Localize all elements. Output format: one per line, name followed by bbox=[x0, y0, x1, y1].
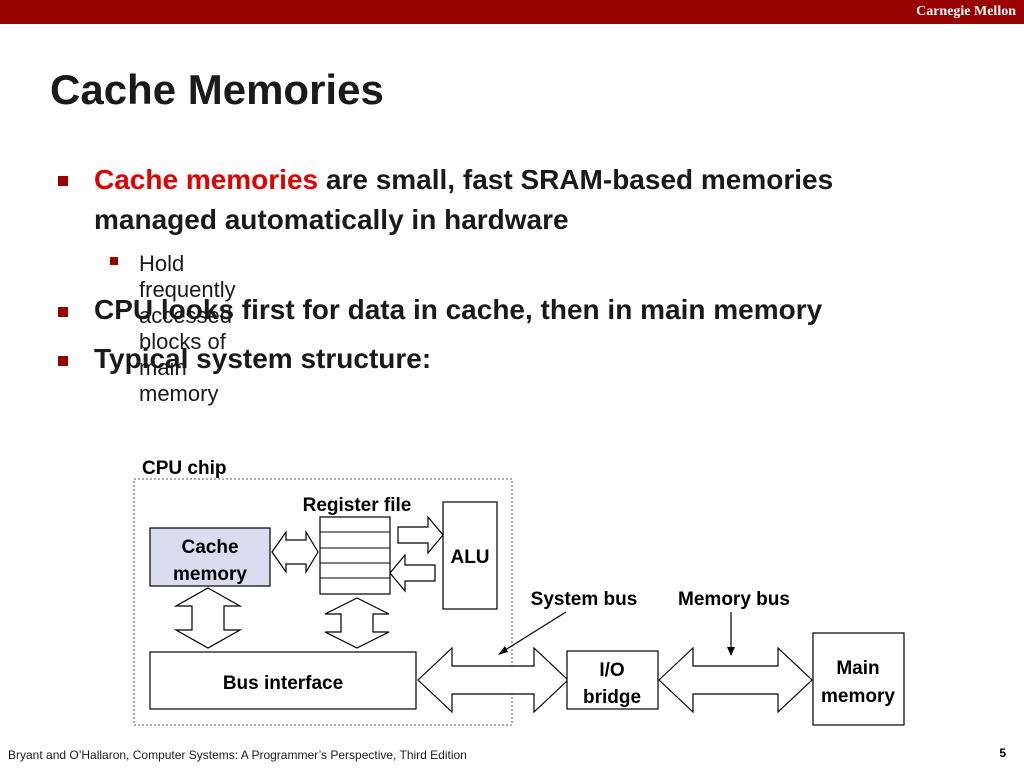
bullet-marker bbox=[58, 307, 68, 317]
bus-interface-label: Bus interface bbox=[223, 673, 343, 694]
bullet-1-text: are small, fast SRAM-based memories mana… bbox=[94, 164, 834, 235]
alu-to-register-arrow bbox=[389, 553, 436, 593]
cache-memory-box bbox=[149, 527, 271, 587]
main-memory-label-1: Main bbox=[836, 658, 879, 679]
bullet-marker bbox=[58, 176, 68, 186]
system-bus-label: System bus bbox=[531, 589, 638, 610]
alu-label: ALU bbox=[450, 547, 489, 568]
brand-label: Carnegie Mellon bbox=[916, 4, 1016, 19]
cache-register-arrow bbox=[271, 529, 319, 575]
bullet-marker bbox=[58, 356, 68, 366]
register-to-alu-arrow bbox=[397, 515, 444, 555]
main-memory-label-2: memory bbox=[821, 686, 895, 707]
bullet-2: CPU looks first for data in cache, then … bbox=[94, 294, 823, 325]
header-bar: Carnegie Mellon bbox=[0, 0, 1024, 24]
bullet-1: Cache memories are small, fast SRAM-base… bbox=[94, 160, 954, 240]
footer-citation: Bryant and O’Hallaron, Computer Systems:… bbox=[8, 748, 467, 762]
system-bus-arrow bbox=[417, 646, 569, 714]
memory-bus-pointer-head bbox=[727, 647, 735, 656]
cache-memory-label-1: Cache bbox=[181, 537, 238, 558]
register-bus-interface-arrow bbox=[324, 597, 390, 649]
sub-bullet-1: Hold frequently accessed blocks of main … bbox=[139, 251, 236, 406]
system-bus-pointer-head bbox=[498, 646, 508, 655]
register-file-label: Register file bbox=[303, 495, 412, 516]
slide-title: Cache Memories bbox=[50, 66, 384, 113]
main-memory-box bbox=[812, 632, 905, 726]
sub-bullet-marker bbox=[110, 257, 118, 265]
cache-bus-interface-arrow bbox=[173, 587, 243, 649]
bullet-3: Typical system structure: bbox=[94, 343, 432, 374]
page-number: 5 bbox=[999, 746, 1006, 760]
memory-bus-label: Memory bus bbox=[678, 589, 790, 610]
io-bridge-label-2: bridge bbox=[583, 687, 641, 708]
cache-memory-label-2: memory bbox=[173, 564, 247, 585]
alu-box bbox=[442, 501, 498, 610]
io-bridge-box bbox=[566, 650, 659, 710]
memory-bus-arrow bbox=[658, 646, 813, 714]
cpu-chip-label: CPU chip bbox=[142, 458, 226, 479]
io-bridge-label-1: I/O bbox=[599, 660, 624, 681]
bus-interface-box bbox=[149, 651, 417, 710]
register-file bbox=[319, 516, 391, 595]
cpu-chip-boundary bbox=[133, 478, 513, 726]
bullet-1-highlight: Cache memories bbox=[94, 164, 319, 195]
system-bus-pointer bbox=[501, 611, 567, 653]
